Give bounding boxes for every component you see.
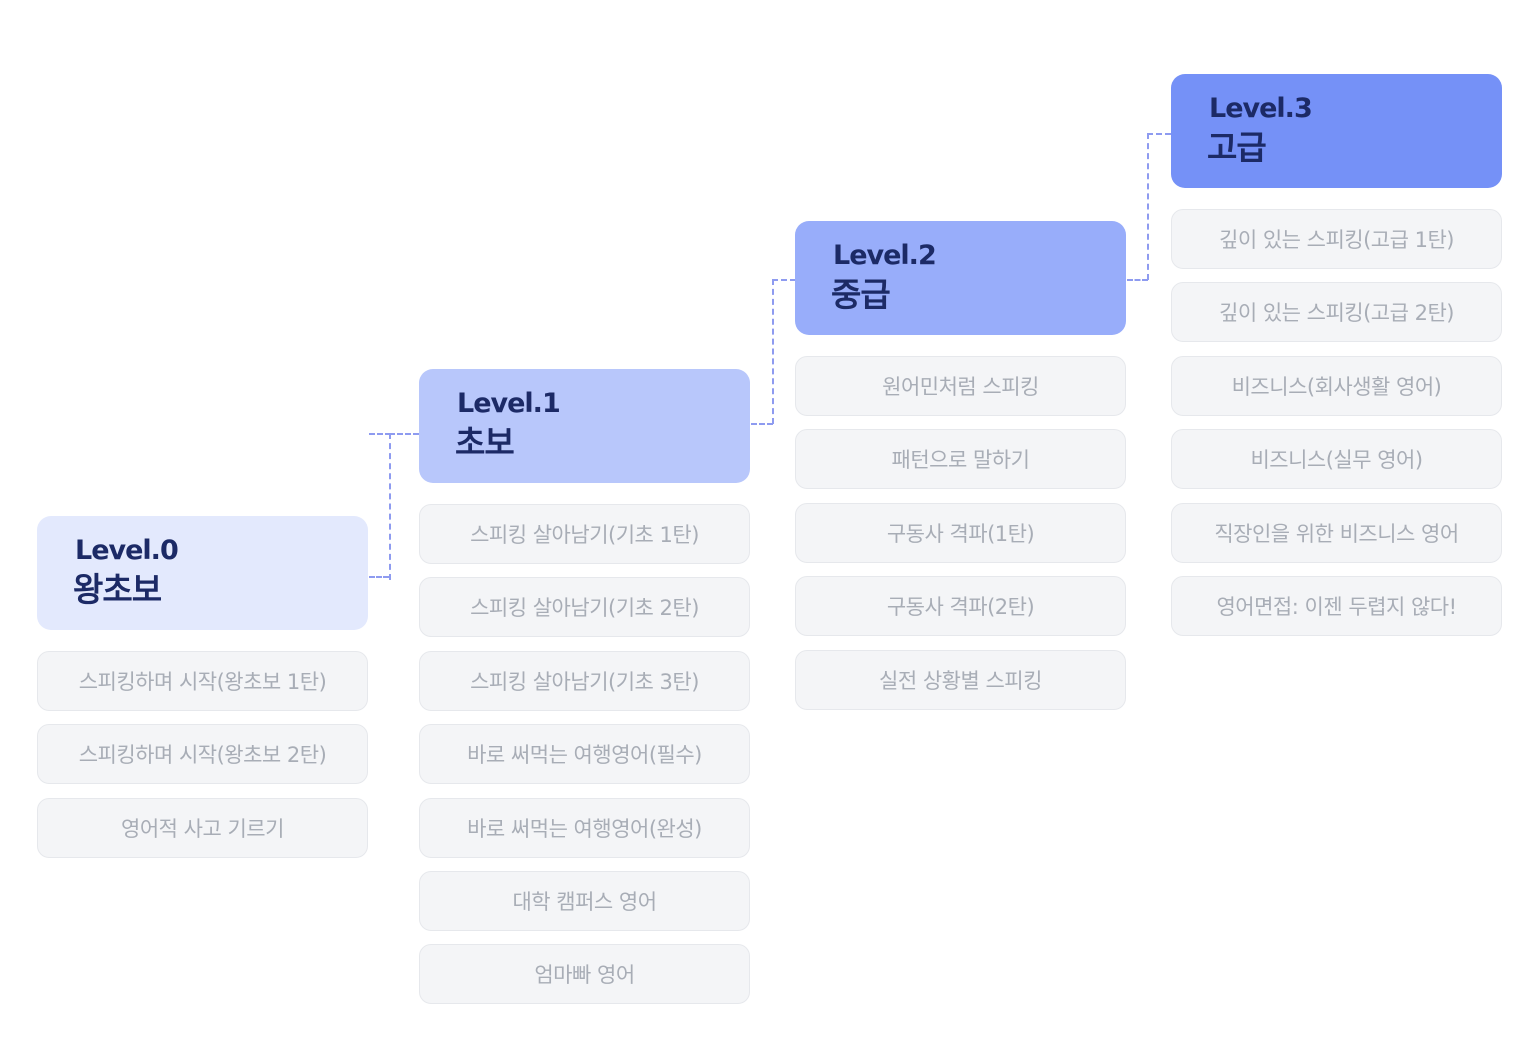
course-item[interactable]: 구동사 격파(2탄) xyxy=(795,576,1126,637)
connector-1-2-head xyxy=(772,279,796,281)
course-item[interactable]: 비즈니스(실무 영어) xyxy=(1171,429,1502,490)
course-item[interactable]: 영어적 사고 기르기 xyxy=(37,797,368,858)
connector-2-3-tail xyxy=(1127,279,1148,281)
level-title: 초보 xyxy=(455,423,515,462)
level-title: 중급 xyxy=(831,275,891,314)
course-item[interactable]: 직장인을 위한 비즈니스 영어 xyxy=(1171,502,1502,563)
course-item[interactable]: 스피킹 살아남기(기초 1탄) xyxy=(419,504,750,564)
course-item[interactable]: 원어민처럼 스피킹 xyxy=(795,356,1126,416)
course-list-3: 깊이 있는 스피킹(고급 1탄) 깊이 있는 스피킹(고급 2탄) 비즈니스(회… xyxy=(1171,209,1502,649)
course-item[interactable]: 스피킹 살아남기(기초 2탄) xyxy=(419,577,750,638)
connector-0-1 xyxy=(369,433,391,580)
level-card-2[interactable]: Level.2 중급 xyxy=(795,221,1126,335)
level-card-3[interactable]: Level.3 고급 xyxy=(1171,74,1502,188)
connector-0-1-tail xyxy=(369,576,389,578)
course-item[interactable]: 바로 써먹는 여행영어(완성) xyxy=(419,797,750,858)
level-name: Level.2 xyxy=(833,240,937,271)
connector-0-1-head xyxy=(389,433,419,435)
course-list-1: 스피킹 살아남기(기초 1탄) 스피킹 살아남기(기초 2탄) 스피킹 살아남기… xyxy=(419,504,750,1018)
connector-2-3-head xyxy=(1147,133,1171,135)
course-item[interactable]: 스피킹하며 시작(왕초보 1탄) xyxy=(37,651,368,711)
connector-2-3 xyxy=(1147,133,1149,280)
level-name: Level.1 xyxy=(457,388,561,419)
connector-1-2-tail xyxy=(751,423,773,425)
course-item[interactable]: 구동사 격파(1탄) xyxy=(795,502,1126,563)
course-item[interactable]: 스피킹 살아남기(기초 3탄) xyxy=(419,650,750,711)
course-item[interactable]: 깊이 있는 스피킹(고급 1탄) xyxy=(1171,209,1502,269)
course-item[interactable]: 깊이 있는 스피킹(고급 2탄) xyxy=(1171,282,1502,343)
course-item[interactable]: 엄마빠 영어 xyxy=(419,944,750,1005)
level-card-1[interactable]: Level.1 초보 xyxy=(419,369,750,483)
course-item[interactable]: 비즈니스(회사생활 영어) xyxy=(1171,355,1502,416)
course-item[interactable]: 패턴으로 말하기 xyxy=(795,429,1126,490)
level-name: Level.0 xyxy=(75,535,179,566)
course-list-0: 스피킹하며 시작(왕초보 1탄) 스피킹하며 시작(왕초보 2탄) 영어적 사고… xyxy=(37,651,368,871)
level-title: 고급 xyxy=(1207,128,1267,167)
course-item[interactable]: 영어면접: 이젠 두렵지 않다! xyxy=(1171,575,1502,636)
course-item[interactable]: 대학 캠퍼스 영어 xyxy=(419,870,750,931)
course-item[interactable]: 실전 상황별 스피킹 xyxy=(795,649,1126,710)
course-item[interactable]: 바로 써먹는 여행영어(필수) xyxy=(419,724,750,785)
connector-1-2 xyxy=(772,279,774,424)
level-title: 왕초보 xyxy=(73,570,162,609)
level-card-0[interactable]: Level.0 왕초보 xyxy=(37,516,368,630)
course-item[interactable]: 스피킹하며 시작(왕초보 2탄) xyxy=(37,724,368,785)
course-list-2: 원어민처럼 스피킹 패턴으로 말하기 구동사 격파(1탄) 구동사 격파(2탄)… xyxy=(795,356,1126,723)
level-name: Level.3 xyxy=(1209,93,1313,124)
